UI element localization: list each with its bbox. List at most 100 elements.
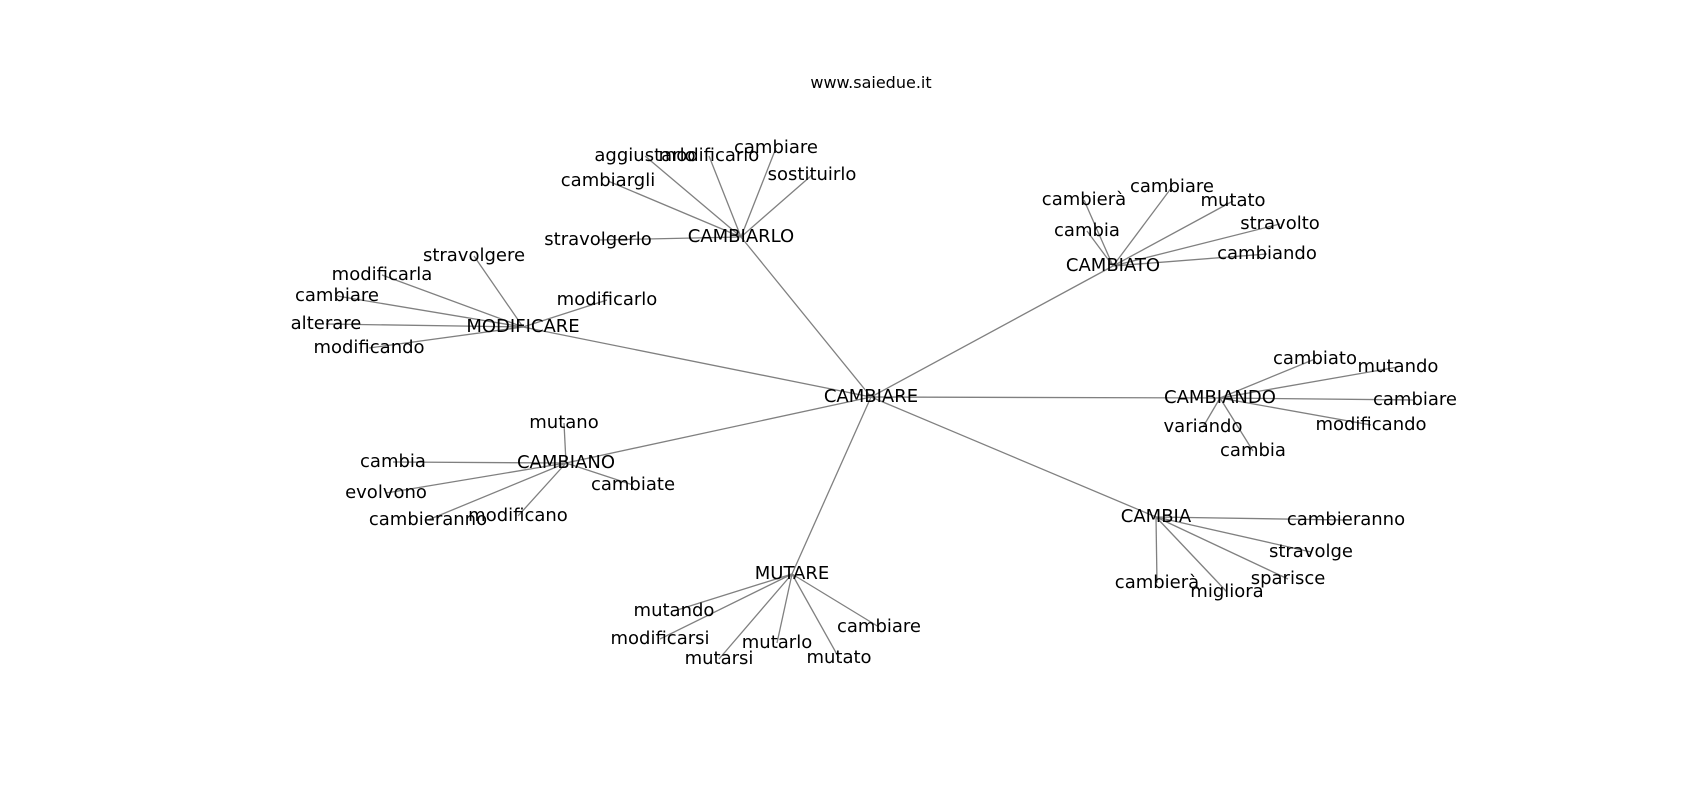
edge-root-cambiarlo xyxy=(740,236,872,398)
edge-cambiato-leaf xyxy=(1112,186,1173,267)
leaf-node-label: modificano xyxy=(468,505,568,526)
leaf-node-label: modificarsi xyxy=(610,628,709,649)
leaf-node-label: cambiare xyxy=(295,285,379,306)
leaf-node-label: stravolgerlo xyxy=(544,229,651,250)
edge-cambiarlo-leaf xyxy=(708,155,742,238)
edge-cambiato-leaf xyxy=(1112,223,1281,267)
leaf-node-label: cambia xyxy=(1054,220,1120,241)
edge-cambiano-leaf xyxy=(427,462,567,521)
edge-cambiarlo-leaf xyxy=(597,236,742,241)
edge-root-cambiando xyxy=(870,396,1221,399)
leaf-node-label: cambiato xyxy=(1273,348,1357,369)
edge-modificare-leaf xyxy=(473,255,524,328)
edge-modificare-leaf xyxy=(368,326,524,349)
leaf-node-label: alterare xyxy=(291,313,362,334)
edge-root-cambia xyxy=(870,396,1157,518)
graph-labels: CAMBIARECAMBIARLOaggiustarlomodificarloc… xyxy=(291,137,1457,669)
edge-modificare-leaf xyxy=(325,323,524,328)
edge-cambiando-leaf xyxy=(1219,397,1372,426)
leaf-node-label: mutando xyxy=(1358,356,1439,377)
edge-root-cambiano xyxy=(565,396,872,464)
edge-cambiano-leaf xyxy=(565,462,634,486)
site-title: www.saiedue.it xyxy=(810,73,931,92)
leaf-node-label: aggiustarlo xyxy=(594,145,695,166)
leaf-node-label: evolvono xyxy=(345,482,427,503)
leaf-node-label: mutarsi xyxy=(685,648,754,669)
graph-edges xyxy=(325,147,1416,660)
edge-modificare-leaf xyxy=(336,295,524,328)
leaf-node-label: mutato xyxy=(1200,190,1265,211)
leaf-node-label: mutato xyxy=(806,647,871,668)
edge-cambia-leaf xyxy=(1155,516,1347,521)
leaf-node-label: sparisce xyxy=(1251,568,1326,589)
hub-node-label: CAMBIARLO xyxy=(688,226,794,247)
edge-cambiano-leaf xyxy=(385,462,567,494)
leaf-node-label: modificarla xyxy=(332,264,433,285)
leaf-node-label: cambierà xyxy=(1115,572,1199,593)
edge-cambia-leaf xyxy=(1155,516,1158,584)
edge-cambiato-leaf xyxy=(1083,199,1114,267)
leaf-node-label: cambiare xyxy=(734,137,818,158)
edge-cambiarlo-leaf xyxy=(607,180,742,238)
edge-cambiarlo-leaf xyxy=(740,174,813,238)
leaf-node-label: variando xyxy=(1164,416,1243,437)
leaf-node-label: cambiargli xyxy=(561,170,655,191)
leaf-node-label: stravolto xyxy=(1240,213,1320,234)
leaf-node-label: cambiare xyxy=(837,616,921,637)
edge-cambiano-leaf xyxy=(517,462,567,517)
leaf-node-label: cambieranno xyxy=(1287,509,1405,530)
leaf-node-label: cambia xyxy=(360,451,426,472)
hub-node-label: CAMBIA xyxy=(1121,506,1192,527)
edge-cambiando-leaf xyxy=(1202,397,1221,428)
leaf-node-label: modificando xyxy=(1315,414,1426,435)
edge-root-modificare xyxy=(522,326,872,398)
hub-node-label: CAMBIANDO xyxy=(1164,387,1276,408)
leaf-node-label: cambieranno xyxy=(369,509,487,530)
edge-cambia-leaf xyxy=(1155,516,1312,553)
leaf-node-label: cambiando xyxy=(1217,243,1317,264)
leaf-node-label: mutando xyxy=(634,600,715,621)
edge-cambiando-leaf xyxy=(1219,397,1254,452)
edge-mutare-leaf xyxy=(791,573,880,628)
hub-node-label: MODIFICARE xyxy=(466,316,579,337)
edge-mutare-leaf xyxy=(791,573,840,659)
edge-cambiando-leaf xyxy=(1219,358,1316,399)
edge-cambiando-leaf xyxy=(1219,397,1416,401)
leaf-node-label: stravolge xyxy=(1269,541,1353,562)
leaf-node-label: stravolgere xyxy=(423,245,525,266)
leaf-node-label: mutarlo xyxy=(742,632,812,653)
edge-root-mutare xyxy=(791,396,872,575)
leaf-node-label: cambiare xyxy=(1130,176,1214,197)
leaf-node-label: mutano xyxy=(529,412,598,433)
edge-cambiarlo-leaf xyxy=(644,155,742,238)
edge-cambiano-leaf xyxy=(563,422,567,464)
leaf-node-label: cambia xyxy=(1220,440,1286,461)
edge-cambiando-leaf xyxy=(1219,366,1399,399)
leaf-node-label: sostituirlo xyxy=(768,164,857,185)
edge-cambia-leaf xyxy=(1155,516,1228,593)
hub-node-label: CAMBIANO xyxy=(517,452,615,473)
edge-mutare-leaf xyxy=(776,573,793,644)
edge-mutare-leaf xyxy=(718,573,793,660)
edge-modificare-leaf xyxy=(381,274,524,328)
edge-cambiarlo-leaf xyxy=(740,147,777,238)
edge-mutare-leaf xyxy=(659,573,793,640)
edge-cambiato-leaf xyxy=(1086,230,1114,267)
leaf-node-label: cambiate xyxy=(591,474,675,495)
edge-cambiato-leaf xyxy=(1112,200,1234,267)
edge-modificare-leaf xyxy=(522,299,608,328)
leaf-node-label: modificarlo xyxy=(557,289,658,310)
edge-cambiano-leaf xyxy=(392,461,567,464)
leaf-node-label: cambierà xyxy=(1042,189,1126,210)
root-node-label: CAMBIARE xyxy=(824,386,918,407)
leaf-node-label: modificarlo xyxy=(659,145,760,166)
hub-node-label: MUTARE xyxy=(755,563,830,584)
leaf-node-label: modificando xyxy=(313,337,424,358)
hub-node-label: CAMBIATO xyxy=(1066,255,1160,276)
leaf-node-label: cambiare xyxy=(1373,389,1457,410)
edge-root-cambiato xyxy=(870,265,1114,398)
edge-cambia-leaf xyxy=(1155,516,1289,580)
edge-mutare-leaf xyxy=(673,573,793,612)
edge-cambiato-leaf xyxy=(1112,253,1268,267)
